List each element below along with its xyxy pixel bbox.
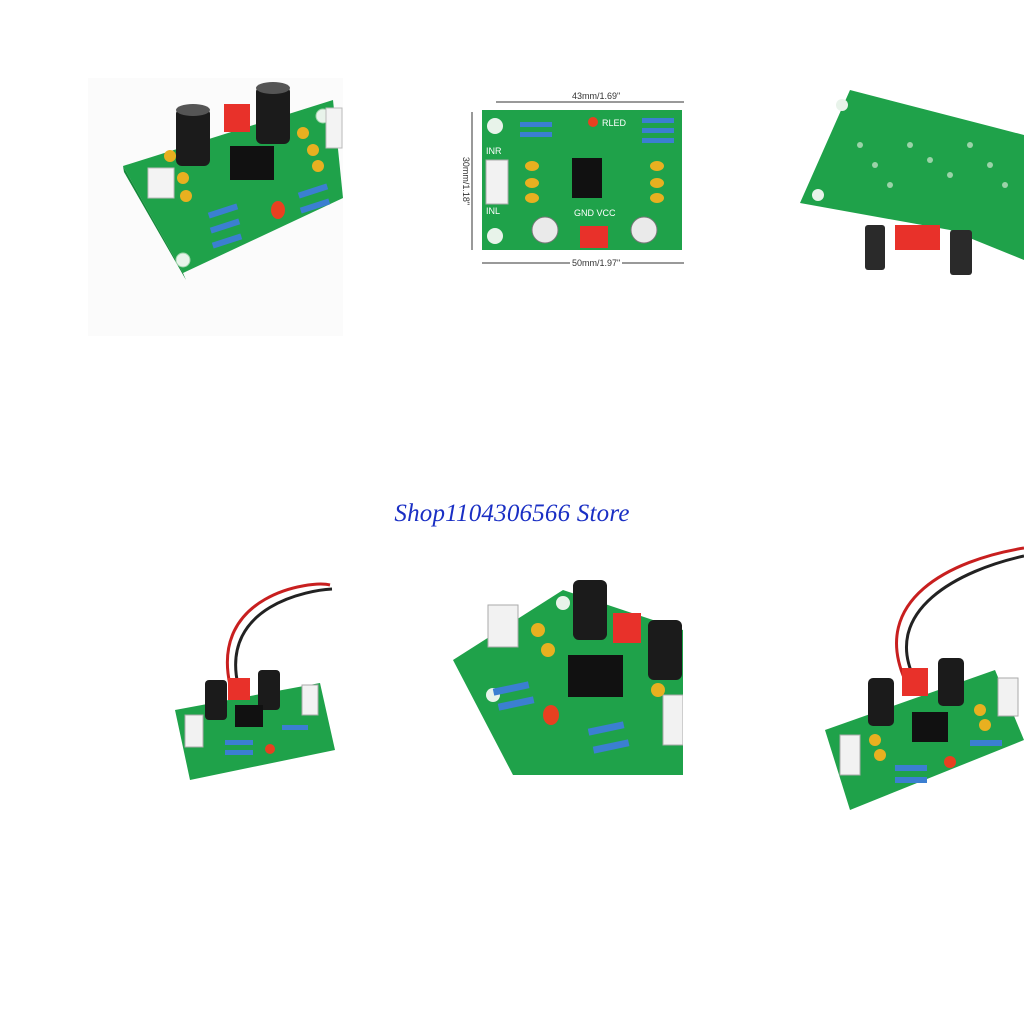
label-inl: INL — [486, 206, 501, 216]
product-photo-1 — [88, 78, 343, 336]
label-gnd-vcc: GND VCC — [574, 208, 616, 218]
product-photo-cable-1 — [170, 575, 345, 785]
product-photo-cable-2 — [820, 540, 1024, 815]
dimension-bottom: 50mm/1.97" — [570, 258, 623, 268]
label-rled: RLED — [602, 118, 627, 128]
dimension-top: 43mm/1.69" — [570, 91, 623, 101]
dimension-diagram: 43mm/1.69" 50mm/1.97" 30mm/1.18" INR INL… — [462, 88, 692, 273]
product-photo-back — [800, 85, 1024, 305]
store-watermark: Shop1104306566 Store — [394, 500, 630, 527]
label-inr: INR — [486, 146, 502, 156]
dimension-side: 30mm/1.18" — [462, 154, 472, 208]
product-photo-closeup — [453, 575, 683, 775]
